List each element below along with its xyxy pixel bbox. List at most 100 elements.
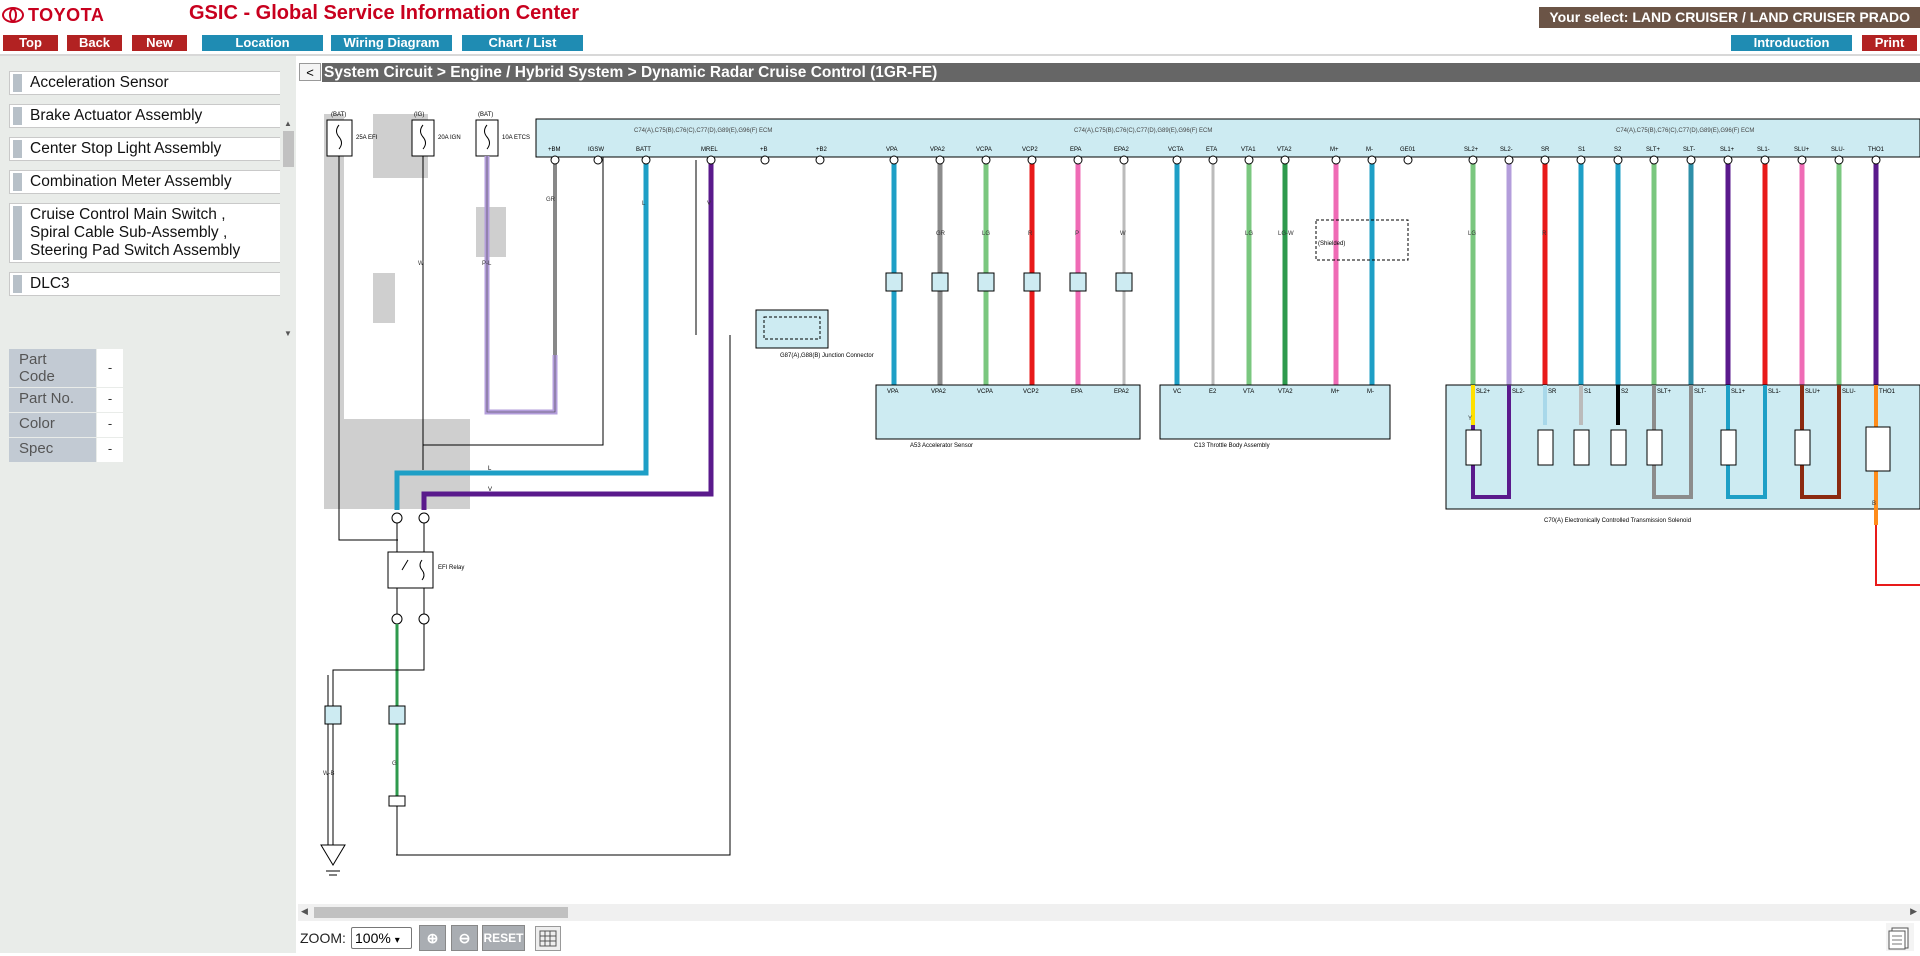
overview-map-button[interactable] bbox=[535, 926, 561, 951]
prop-value: - bbox=[97, 388, 123, 412]
ecm-pin: S2 bbox=[1614, 147, 1622, 153]
junction-connector: G87(A),G88(B) Junction Connector bbox=[755, 309, 874, 359]
wire-letter: B bbox=[1872, 501, 1876, 507]
breadcrumb: System Circuit > Engine / Hybrid System … bbox=[322, 63, 1920, 82]
part-item-center-stop-light[interactable]: Center Stop Light Assembly bbox=[9, 137, 280, 161]
part-item-combination-meter[interactable]: Combination Meter Assembly bbox=[9, 170, 280, 194]
wire-letter: R bbox=[1542, 231, 1547, 237]
scroll-left-icon[interactable]: ◀ bbox=[301, 906, 308, 916]
location-button[interactable]: Location bbox=[202, 35, 323, 51]
wire-letter: P bbox=[1075, 231, 1079, 237]
wire-letter: LG bbox=[1245, 231, 1253, 237]
solenoid-pin: SLT- bbox=[1694, 389, 1706, 395]
throttle-pin: VC bbox=[1173, 389, 1182, 395]
horizontal-scroll-thumb[interactable] bbox=[314, 907, 568, 918]
throttle-pin-labels: VC E2 VTA VTA2 M+ M- bbox=[1173, 389, 1374, 395]
zoom-value: 100% bbox=[355, 930, 391, 946]
throttle-pin: M- bbox=[1367, 389, 1374, 395]
fuse-bus-label: (IG) bbox=[414, 112, 424, 118]
ecm-pin: SR bbox=[1541, 147, 1550, 153]
chart-list-button[interactable]: Chart / List bbox=[462, 35, 583, 51]
ecm-pin: M- bbox=[1366, 147, 1373, 153]
document-icon bbox=[1888, 927, 1909, 950]
ecm-pin: VCTA bbox=[1168, 147, 1184, 153]
wiring-diagram-button[interactable]: Wiring Diagram bbox=[331, 35, 452, 51]
prop-row-part-no: Part No. - bbox=[9, 388, 123, 412]
ecm-pin: SLU+ bbox=[1794, 147, 1810, 153]
ecm-pin-labels: +BM IGSW BATT MREL +B +B2 VPA VPA2 VCPA … bbox=[548, 147, 1885, 153]
ecm-block-label-2: C74(A),C75(B),C76(C),C77(D),G89(E),G96(F… bbox=[1074, 128, 1212, 134]
horizontal-scrollbar[interactable]: ◀ ▶ bbox=[298, 904, 1920, 921]
scroll-down-icon[interactable]: ▼ bbox=[284, 329, 292, 338]
wire-letter: L bbox=[642, 201, 646, 207]
wire-letter: P-L bbox=[482, 261, 492, 267]
solenoid-pin: S1 bbox=[1584, 389, 1592, 395]
zoom-in-button[interactable]: ⊕ bbox=[419, 925, 446, 951]
wire-letter: LG bbox=[1468, 231, 1476, 237]
part-item-cruise-control-switch[interactable]: Cruise Control Main Switch , Spiral Cabl… bbox=[9, 203, 280, 263]
toyota-logo: TOYOTA bbox=[2, 3, 104, 27]
ecm-pin: SL2+ bbox=[1464, 147, 1479, 153]
wire-letter: G bbox=[392, 761, 397, 767]
ecm-pin: EPA2 bbox=[1114, 147, 1130, 153]
ecm-pin: SLT+ bbox=[1646, 147, 1661, 153]
solenoid-pin: SL1- bbox=[1768, 389, 1781, 395]
prop-row-color: Color - bbox=[9, 413, 123, 437]
accel-pin: EPA2 bbox=[1114, 389, 1130, 395]
document-list-button[interactable] bbox=[1886, 923, 1914, 951]
part-item-brake-actuator[interactable]: Brake Actuator Assembly bbox=[9, 104, 280, 128]
throttle-wires bbox=[1174, 157, 1375, 385]
solenoid-pin: SLU- bbox=[1842, 389, 1856, 395]
throttle-pin: E2 bbox=[1209, 389, 1217, 395]
toyota-emblem-icon bbox=[2, 7, 24, 23]
accel-connectors bbox=[885, 272, 1133, 292]
print-button[interactable]: Print bbox=[1862, 35, 1917, 51]
zoom-select[interactable]: 100% ▾ bbox=[351, 927, 412, 949]
ecm-block-1 bbox=[535, 118, 1920, 158]
ecm-pin: SLU- bbox=[1831, 147, 1845, 153]
fuse-ign: (IG) 20A IGN bbox=[411, 112, 461, 157]
fuse-label: 25A EFI bbox=[356, 135, 378, 141]
wiring-diagram[interactable]: C74(A),C75(B),C76(C),C77(D),G89(E),G96(F… bbox=[298, 85, 1920, 900]
junction-label: G87(A),G88(B) Junction Connector bbox=[780, 353, 874, 359]
new-button[interactable]: New bbox=[132, 35, 187, 51]
solenoid-pin: SL2- bbox=[1512, 389, 1525, 395]
trans-solenoid-label: C70(A) Electronically Controlled Transmi… bbox=[1544, 518, 1691, 524]
splice-bg bbox=[373, 273, 395, 323]
header-divider bbox=[0, 54, 1920, 56]
wire-letter: V bbox=[707, 201, 711, 207]
prop-value: - bbox=[97, 438, 123, 462]
part-list-scroll-thumb[interactable] bbox=[283, 131, 294, 167]
accel-pin: EPA bbox=[1071, 389, 1083, 395]
part-item-acceleration-sensor[interactable]: Acceleration Sensor bbox=[9, 71, 280, 95]
left-panel: Acceleration Sensor Brake Actuator Assem… bbox=[0, 56, 296, 953]
fuse-label: 10A ETCS bbox=[502, 135, 530, 141]
top-button[interactable]: Top bbox=[3, 35, 58, 51]
back-button[interactable]: Back bbox=[67, 35, 122, 51]
wire-letter: GR bbox=[546, 197, 556, 203]
ecm-pin: BATT bbox=[636, 147, 651, 153]
part-list-scrollbar[interactable]: ▲ ▼ bbox=[283, 119, 294, 339]
prop-label: Part No. bbox=[9, 388, 96, 412]
prop-label: Spec bbox=[9, 438, 96, 462]
ecm-pin: MREL bbox=[701, 147, 718, 153]
wire-letter: LG bbox=[982, 231, 990, 237]
accel-pin-labels: VPA VPA2 VCPA VCP2 EPA EPA2 bbox=[887, 389, 1130, 395]
reset-button[interactable]: RESET bbox=[482, 925, 525, 951]
introduction-button[interactable]: Introduction bbox=[1731, 35, 1852, 51]
solenoid-pin: SL2+ bbox=[1476, 389, 1491, 395]
zoom-out-icon: ⊖ bbox=[458, 930, 471, 946]
solenoid-pin: S2 bbox=[1621, 389, 1629, 395]
zoom-toolbar: ZOOM: 100% ▾ ⊕ ⊖ RESET bbox=[298, 923, 1920, 953]
scroll-right-icon[interactable]: ▶ bbox=[1910, 906, 1917, 916]
wire-letter: L bbox=[488, 466, 492, 472]
wire-letter: W-B bbox=[323, 771, 335, 777]
part-item-dlc3[interactable]: DLC3 bbox=[9, 272, 280, 296]
collapse-panel-button[interactable]: < bbox=[299, 63, 321, 81]
wire-letter: W bbox=[418, 261, 424, 267]
wire-letter: LG-W bbox=[1278, 231, 1294, 237]
accel-sensor-label: A53 Accelerator Sensor bbox=[910, 443, 973, 449]
throttle-body bbox=[1159, 384, 1391, 440]
zoom-out-button[interactable]: ⊖ bbox=[451, 925, 478, 951]
scroll-up-icon[interactable]: ▲ bbox=[284, 119, 292, 128]
